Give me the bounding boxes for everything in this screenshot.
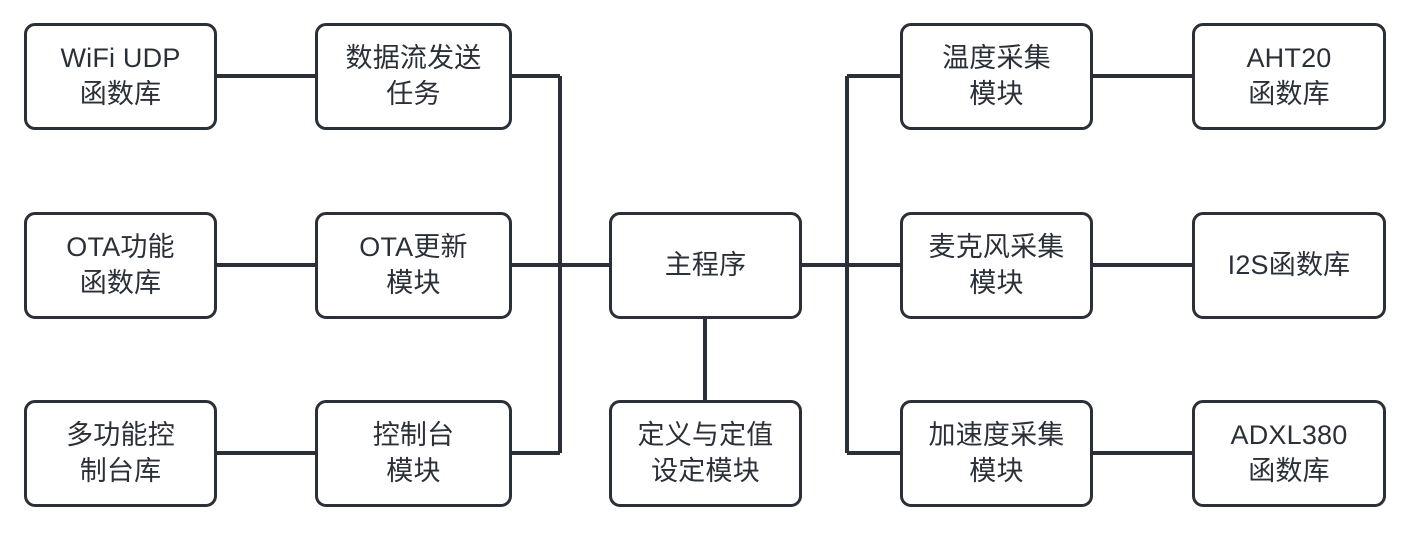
node-label: ADXL380 函数库 bbox=[1230, 420, 1348, 486]
node-label: 控制台 模块 bbox=[372, 420, 455, 486]
node-define-and-setpoint-module[interactable]: 定义与定值 设定模块 bbox=[609, 400, 802, 507]
node-label: 多功能控 制台库 bbox=[66, 420, 175, 486]
node-label: 定义与定值 设定模块 bbox=[637, 420, 774, 486]
node-wifi-udp-lib[interactable]: WiFi UDP 函数库 bbox=[24, 23, 217, 130]
node-label: 加速度采集 模块 bbox=[928, 420, 1065, 486]
node-label: OTA更新 模块 bbox=[359, 232, 468, 298]
node-ota-update-module[interactable]: OTA更新 模块 bbox=[315, 212, 512, 319]
node-label: AHT20 函数库 bbox=[1246, 43, 1332, 109]
node-multifunction-console-lib[interactable]: 多功能控 制台库 bbox=[24, 400, 217, 507]
node-i2s-lib[interactable]: I2S函数库 bbox=[1192, 212, 1386, 319]
node-label: 数据流发送 任务 bbox=[345, 43, 482, 109]
node-adxl380-lib[interactable]: ADXL380 函数库 bbox=[1192, 400, 1386, 507]
node-label: WiFi UDP 函数库 bbox=[60, 43, 181, 109]
node-console-module[interactable]: 控制台 模块 bbox=[315, 400, 512, 507]
node-main-program[interactable]: 主程序 bbox=[609, 212, 802, 319]
node-label: 麦克风采集 模块 bbox=[928, 232, 1065, 298]
node-label: OTA功能 函数库 bbox=[66, 232, 175, 298]
node-temperature-acquisition-module[interactable]: 温度采集 模块 bbox=[900, 23, 1093, 130]
node-label: I2S函数库 bbox=[1227, 249, 1351, 280]
node-aht20-lib[interactable]: AHT20 函数库 bbox=[1192, 23, 1386, 130]
node-ota-function-lib[interactable]: OTA功能 函数库 bbox=[24, 212, 217, 319]
node-data-stream-send-task[interactable]: 数据流发送 任务 bbox=[315, 23, 512, 130]
node-label: 主程序 bbox=[664, 249, 747, 280]
node-microphone-acquisition-module[interactable]: 麦克风采集 模块 bbox=[900, 212, 1093, 319]
node-label: 温度采集 模块 bbox=[942, 43, 1051, 109]
node-acceleration-acquisition-module[interactable]: 加速度采集 模块 bbox=[900, 400, 1093, 507]
